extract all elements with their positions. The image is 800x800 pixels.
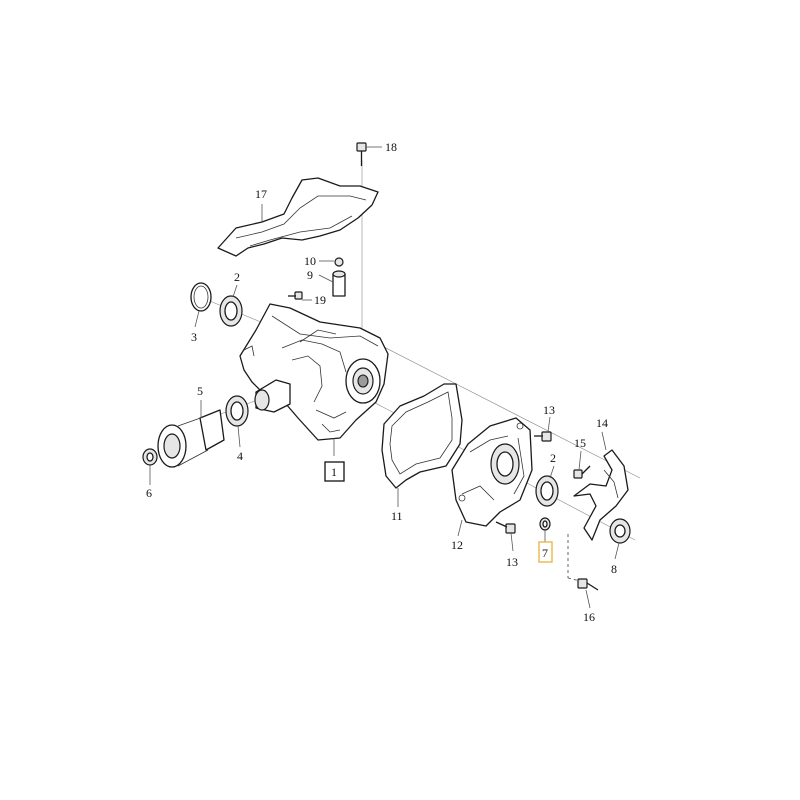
assembly-path-16b: [567, 577, 581, 582]
seal-part-4[interactable]: [225, 395, 249, 427]
seal-part-2-right[interactable]: [535, 475, 559, 507]
bolt-part-18[interactable]: [356, 142, 367, 166]
callout-9: 9: [307, 268, 313, 282]
callout-3: 3: [191, 330, 197, 344]
bolt-part-13-upper[interactable]: [534, 431, 552, 442]
callout-16: 16: [583, 610, 595, 624]
bolt-part-13-lower[interactable]: [495, 521, 516, 534]
callout-7-box: [538, 541, 553, 563]
callout-7[interactable]: 7: [542, 546, 548, 560]
seal-part-2-left[interactable]: [219, 295, 243, 327]
callout-6: 6: [146, 486, 152, 500]
o-ring-part-3[interactable]: [190, 282, 212, 312]
callout-13-upper: 13: [543, 403, 555, 417]
callout-10: 10: [304, 254, 316, 268]
transfer-case-housing-part-1[interactable]: [239, 303, 389, 441]
callout-14: 14: [596, 416, 608, 430]
callout-1[interactable]: 1: [331, 465, 337, 479]
bolt-part-16[interactable]: [577, 578, 599, 591]
breather-pipe-part-9[interactable]: [332, 270, 346, 297]
callout-4: 4: [237, 449, 243, 463]
callout-8: 8: [611, 562, 617, 576]
callout-12: 12: [451, 538, 463, 552]
breather-cap-part-10[interactable]: [334, 257, 344, 267]
callout-5: 5: [197, 384, 203, 398]
flange-part-5[interactable]: [157, 409, 225, 468]
leader-lines: [149, 146, 620, 609]
callout-2-right: 2: [550, 451, 556, 465]
callout-17: 17: [255, 187, 267, 201]
callout-2-left: 2: [234, 270, 240, 284]
callout-1-box: [324, 461, 345, 482]
nut-part-6[interactable]: [142, 448, 158, 466]
bolt-part-15[interactable]: [573, 465, 591, 479]
callout-19: 19: [314, 293, 326, 307]
bearing-part-8[interactable]: [609, 518, 631, 544]
sleeve-part-7[interactable]: [539, 517, 551, 531]
bracket-part-14[interactable]: [573, 449, 629, 541]
bolt-part-19[interactable]: [288, 291, 303, 300]
callout-18: 18: [385, 140, 397, 154]
gasket-part-11[interactable]: [381, 383, 463, 489]
heat-shield-part-17[interactable]: [217, 177, 379, 257]
callout-15: 15: [574, 436, 586, 450]
cover-plate-part-12[interactable]: [451, 417, 533, 527]
callout-13-lower: 13: [506, 555, 518, 569]
callout-11: 11: [391, 509, 403, 523]
